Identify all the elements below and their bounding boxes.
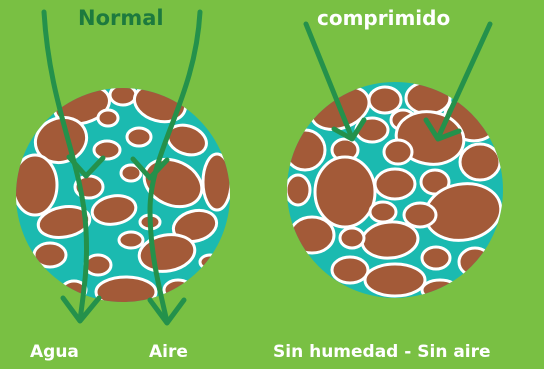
normal-soil-sample <box>13 79 231 307</box>
no-moisture-no-air-label: Sin humedad - Sin aire <box>273 344 491 361</box>
compressed-label: comprimido <box>317 8 450 28</box>
water-label: Agua <box>30 344 79 361</box>
air-label: Aire <box>149 344 188 361</box>
normal-label: Normal <box>78 8 164 29</box>
compressed-soil-sample <box>285 79 505 306</box>
compressed-soil-particles <box>285 79 505 306</box>
